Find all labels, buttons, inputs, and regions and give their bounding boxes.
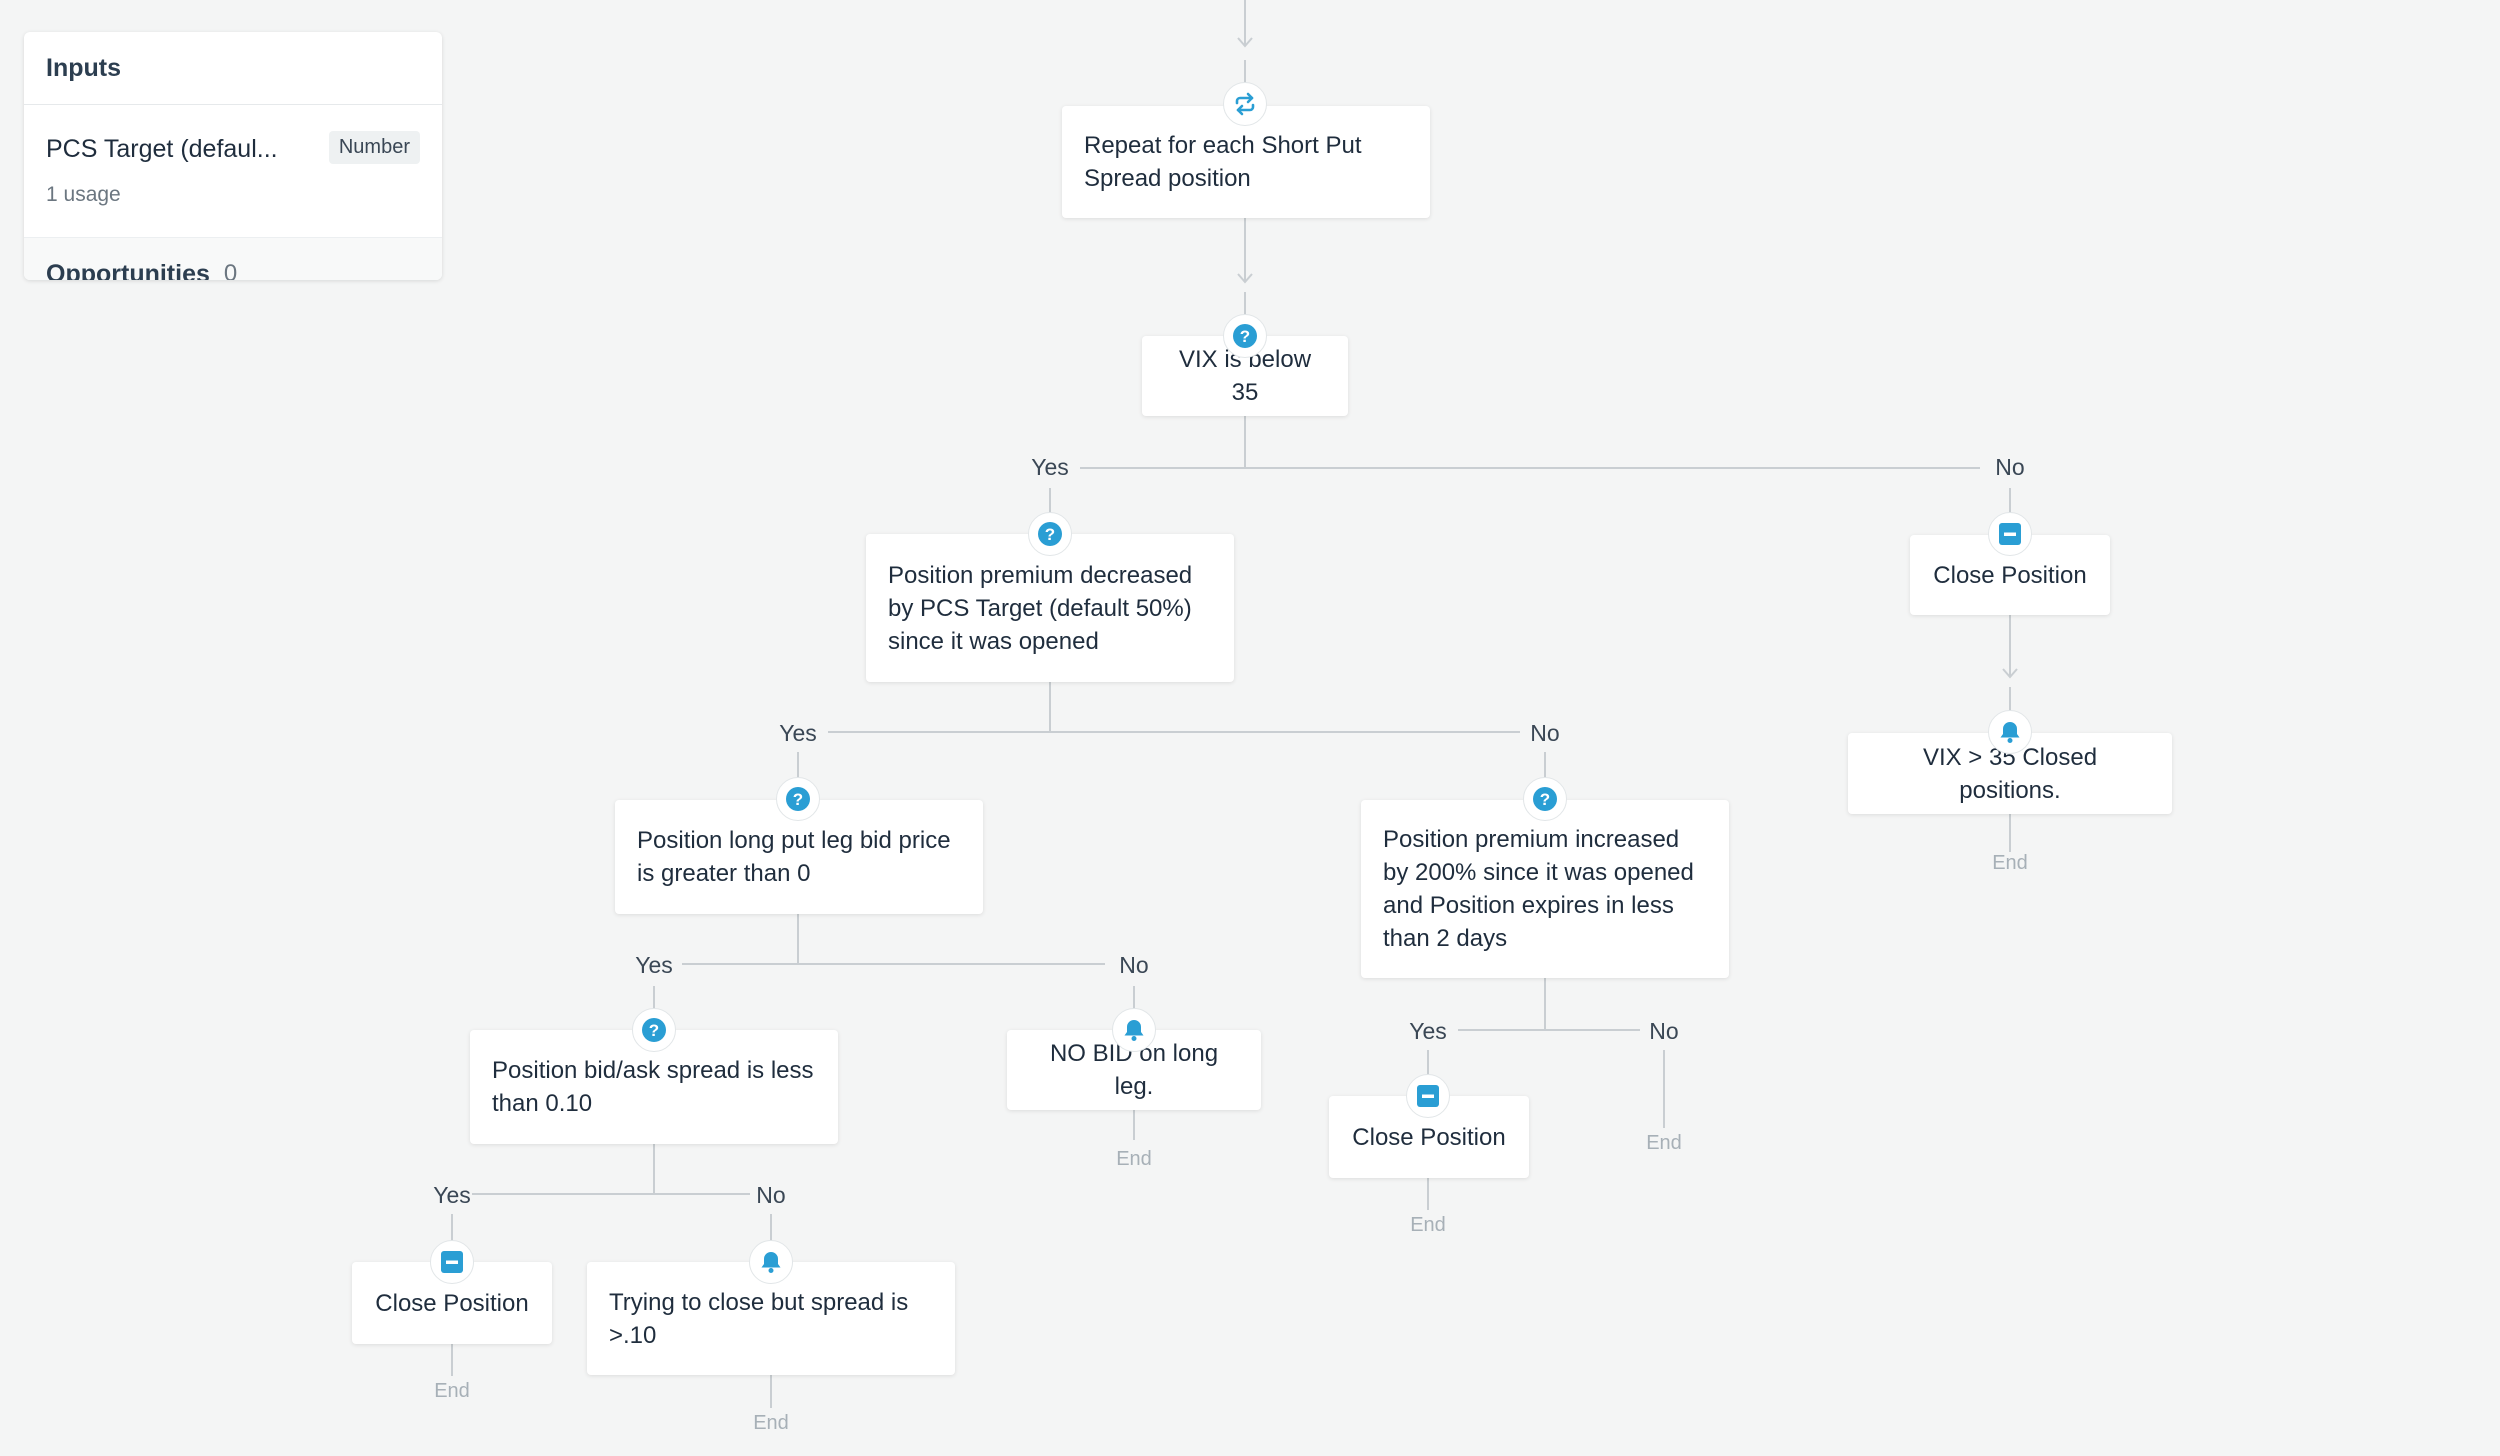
condition-spread[interactable]: Position bid/ask spread is less than 0.1…: [470, 1030, 838, 1144]
question-icon: ?: [1223, 314, 1267, 358]
branch-no-label: No: [1649, 1018, 1679, 1044]
question-icon: ?: [1028, 512, 1072, 556]
bell-icon: [1988, 710, 2032, 754]
end-label: End: [753, 1412, 789, 1434]
end-label: End: [1410, 1214, 1446, 1236]
question-icon: ?: [632, 1008, 676, 1052]
repeat-icon: [1223, 82, 1267, 126]
svg-text:?: ?: [1540, 790, 1550, 809]
bell-icon: [749, 1240, 793, 1284]
condition-vix-below-35[interactable]: VIX is below 35: [1142, 336, 1348, 416]
branch-no-label: No: [1119, 952, 1149, 978]
alert-spread-text: Trying to close but spread is >.10: [609, 1288, 909, 1349]
branch-no-label: No: [1995, 454, 2025, 480]
close-action-icon: [1406, 1074, 1450, 1118]
branch-yes-label: Yes: [433, 1182, 471, 1208]
input-item-pcs-target[interactable]: PCS Target (defaul... Number 1 usage: [24, 105, 442, 238]
action-close-position-text: Close Position: [1352, 1123, 1506, 1151]
repeat-node-text: Repeat for each Short Put Spread positio…: [1084, 132, 1362, 192]
close-action-icon: [430, 1240, 474, 1284]
condition-premium-decreased-text: Position premium decreased by PCS Target…: [888, 561, 1193, 655]
input-usage-count: 1 usage: [46, 183, 121, 206]
action-close-position-text: Close Position: [1933, 561, 2087, 589]
branch-yes-label: Yes: [635, 952, 673, 978]
branch-yes-label: Yes: [1409, 1018, 1447, 1044]
svg-text:?: ?: [793, 790, 803, 809]
input-name: PCS Target (defaul...: [46, 135, 278, 163]
inputs-panel-title: Inputs: [24, 32, 442, 105]
question-icon: ?: [1523, 777, 1567, 821]
input-type-badge: Number: [328, 131, 420, 164]
end-label: End: [1992, 852, 2028, 874]
svg-text:?: ?: [649, 1021, 659, 1040]
svg-text:?: ?: [1240, 327, 1250, 346]
svg-text:?: ?: [1045, 525, 1055, 544]
opportunities-row[interactable]: Opportunities 0: [24, 238, 442, 280]
opportunities-label: Opportunities: [46, 259, 210, 281]
branch-yes-label: Yes: [779, 720, 817, 746]
condition-spread-text: Position bid/ask spread is less than 0.1…: [492, 1057, 814, 1117]
condition-premium-increased[interactable]: Position premium increased by 200% since…: [1361, 800, 1729, 978]
action-close-position-text: Close Position: [375, 1289, 529, 1317]
condition-premium-decreased[interactable]: Position premium decreased by PCS Target…: [866, 534, 1234, 682]
end-label: End: [1116, 1148, 1152, 1170]
branch-no-label: No: [1530, 720, 1560, 746]
condition-long-bid-text: Position long put leg bid price is great…: [637, 827, 951, 887]
end-label: End: [434, 1380, 470, 1402]
bell-icon: [1112, 1008, 1156, 1052]
repeat-node[interactable]: Repeat for each Short Put Spread positio…: [1062, 106, 1430, 218]
alert-vix-closed-text: VIX > 35 Closed positions.: [1922, 743, 2098, 804]
end-label: End: [1646, 1132, 1682, 1154]
action-close-position-premium[interactable]: Close Position: [1329, 1096, 1529, 1178]
condition-premium-increased-text: Position premium increased by 200% since…: [1383, 826, 1694, 952]
alert-spread-too-wide[interactable]: Trying to close but spread is >.10: [587, 1262, 955, 1375]
branch-no-label: No: [756, 1182, 786, 1208]
close-action-icon: [1988, 512, 2032, 556]
question-icon: ?: [776, 777, 820, 821]
opportunities-count: 0: [223, 260, 238, 280]
inputs-panel: Inputs PCS Target (defaul... Number 1 us…: [24, 32, 442, 280]
branch-yes-label: Yes: [1031, 454, 1069, 480]
